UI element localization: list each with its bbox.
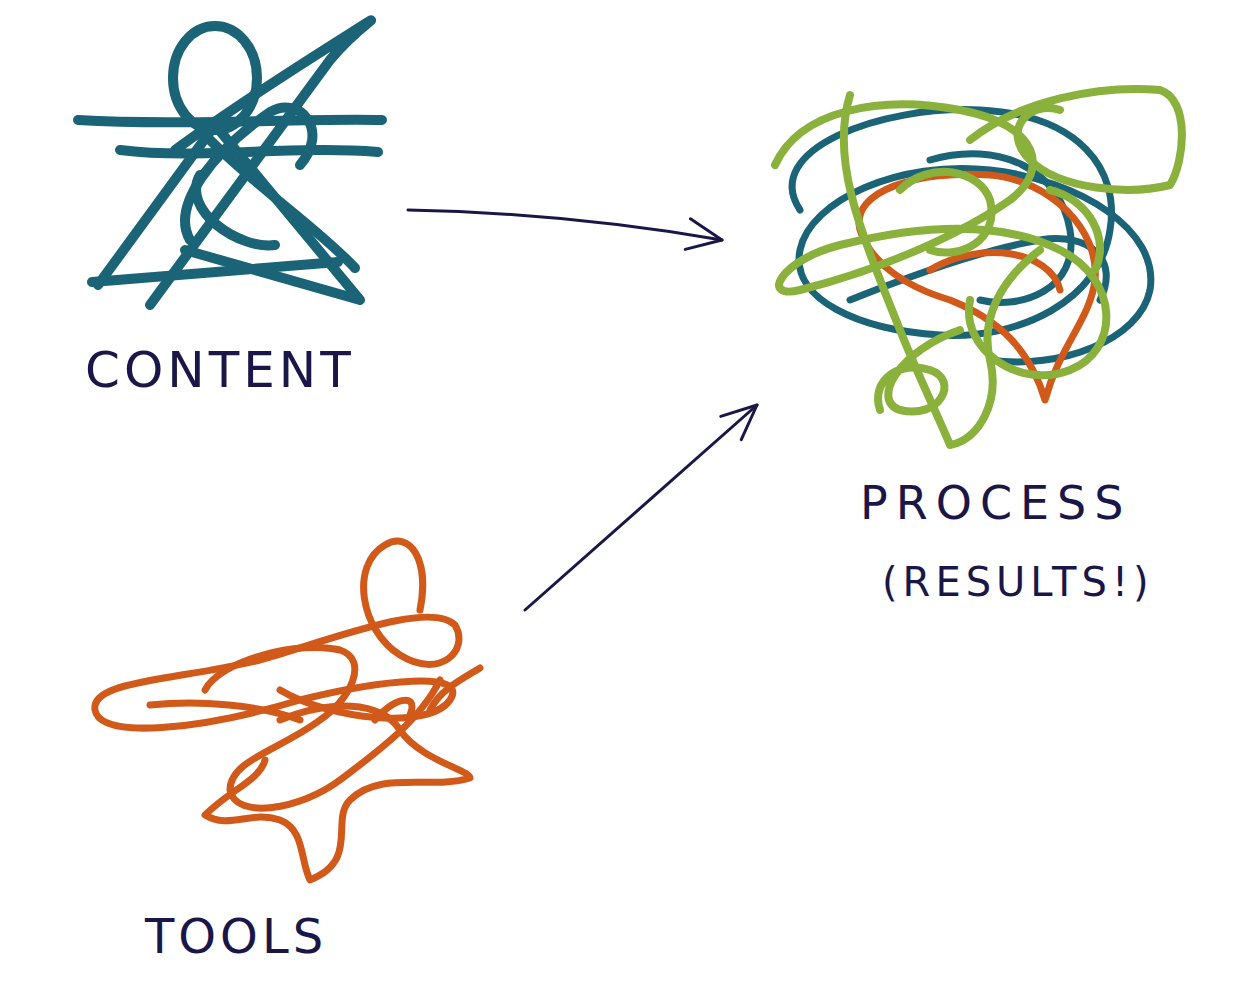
scribble-label: CONTENT	[85, 345, 355, 395]
scribble-label: (RESULTS!)	[882, 562, 1154, 602]
content-scribble: CONTENT	[60, 10, 400, 410]
tools-scribble: TOOLS	[80, 530, 490, 970]
process-scribble: PROCESS (RESULTS!)	[760, 75, 1205, 635]
scribble-label: TOOLS	[145, 912, 327, 960]
hand-arrow	[408, 210, 722, 249]
scribble-label: PROCESS	[860, 480, 1132, 526]
mixed-scribble	[760, 75, 1205, 635]
hand-arrow	[525, 405, 757, 610]
